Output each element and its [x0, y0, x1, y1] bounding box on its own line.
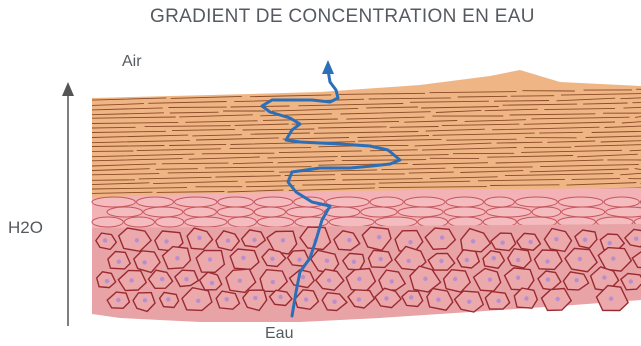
stratum-corneum	[92, 70, 641, 205]
basal-cell-layer	[92, 224, 641, 322]
up-arrow-icon	[62, 82, 74, 326]
